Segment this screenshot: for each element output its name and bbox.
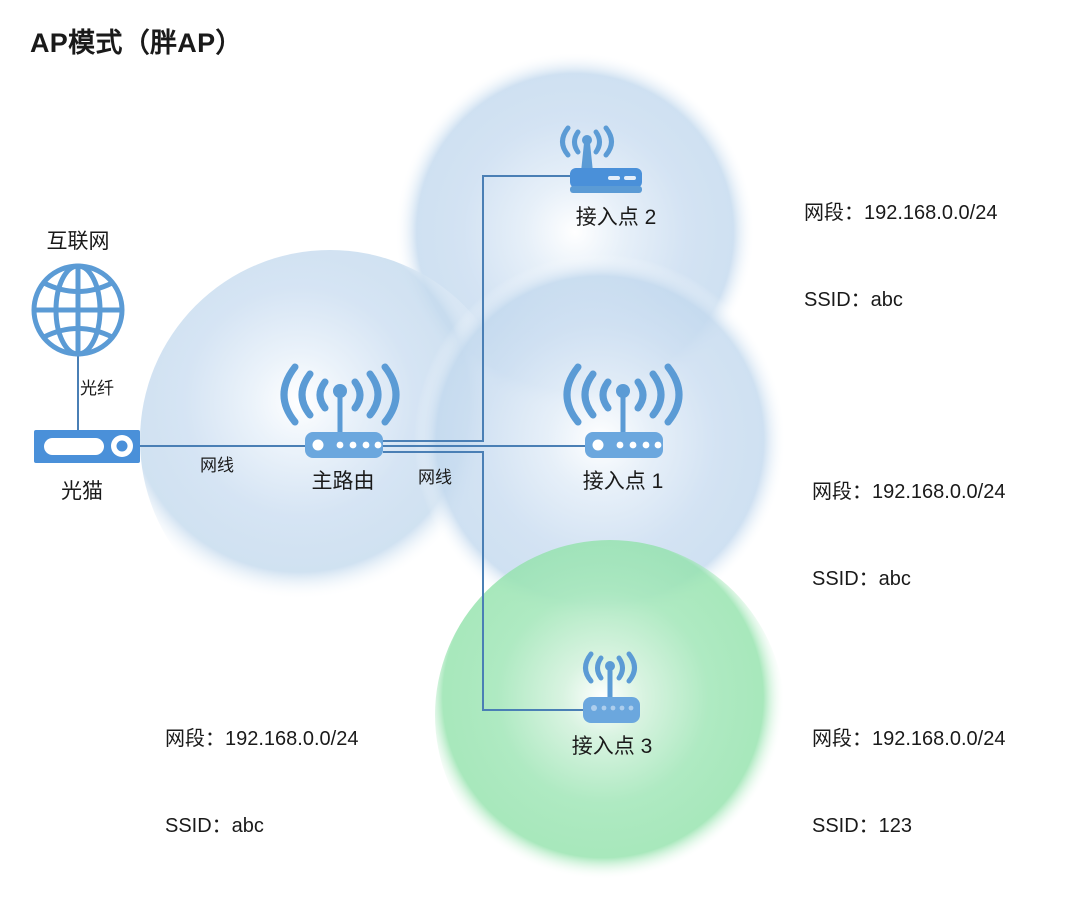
annotation-ap3: 网段：192.168.0.0/24 SSID：123 (812, 667, 1005, 899)
node-label-ap1: 接入点 1 (582, 470, 664, 493)
node-label-ap2: 接入点 2 (575, 206, 657, 229)
annotation-ap3-subnet: 网段：192.168.0.0/24 (812, 728, 1006, 750)
node-label-ap3: 接入点 3 (571, 735, 653, 758)
modem-icon (34, 430, 140, 463)
annotation-main-router-ssid: SSID：abc (165, 815, 264, 837)
wifi-router-icon-ap1 (563, 363, 683, 458)
annotation-ap1: 网段：192.168.0.0/24 SSID：abc (812, 420, 1005, 652)
connection-lines (77, 175, 585, 711)
annotation-ap1-subnet: 网段：192.168.0.0/24 (812, 481, 1006, 503)
link-router-ap3-line (383, 451, 585, 711)
annotation-main-router: 网段：192.168.0.0/24 SSID：abc (165, 667, 358, 899)
annotation-main-router-subnet: 网段：192.168.0.0/24 (165, 728, 359, 750)
wifi-ap-flat-icon-ap3 (583, 651, 640, 723)
annotation-ap2-ssid: SSID：abc (804, 289, 903, 311)
wifi-ap-flat-icon-ap2 (560, 125, 642, 193)
annotation-ap2-subnet: 网段：192.168.0.0/24 (804, 202, 998, 224)
node-label-internet: 互联网 (46, 230, 110, 253)
annotation-ap2: 网段：192.168.0.0/24 SSID：abc (804, 141, 997, 373)
annotation-ap3-ssid: SSID：123 (812, 815, 913, 837)
link-label-cable-right: 网线 (418, 468, 452, 487)
annotation-ap1-ssid: SSID：abc (812, 568, 911, 590)
globe-icon (31, 263, 125, 357)
link-router-ap2-line (383, 175, 570, 442)
page-title: AP模式（胖AP） (30, 28, 243, 58)
link-label-fiber: 光纤 (80, 379, 114, 398)
wifi-router-icon-main-router (280, 363, 400, 458)
node-label-modem: 光猫 (61, 480, 103, 503)
node-label-main-router: 主路由 (311, 470, 375, 493)
link-label-cable-left: 网线 (200, 456, 234, 475)
